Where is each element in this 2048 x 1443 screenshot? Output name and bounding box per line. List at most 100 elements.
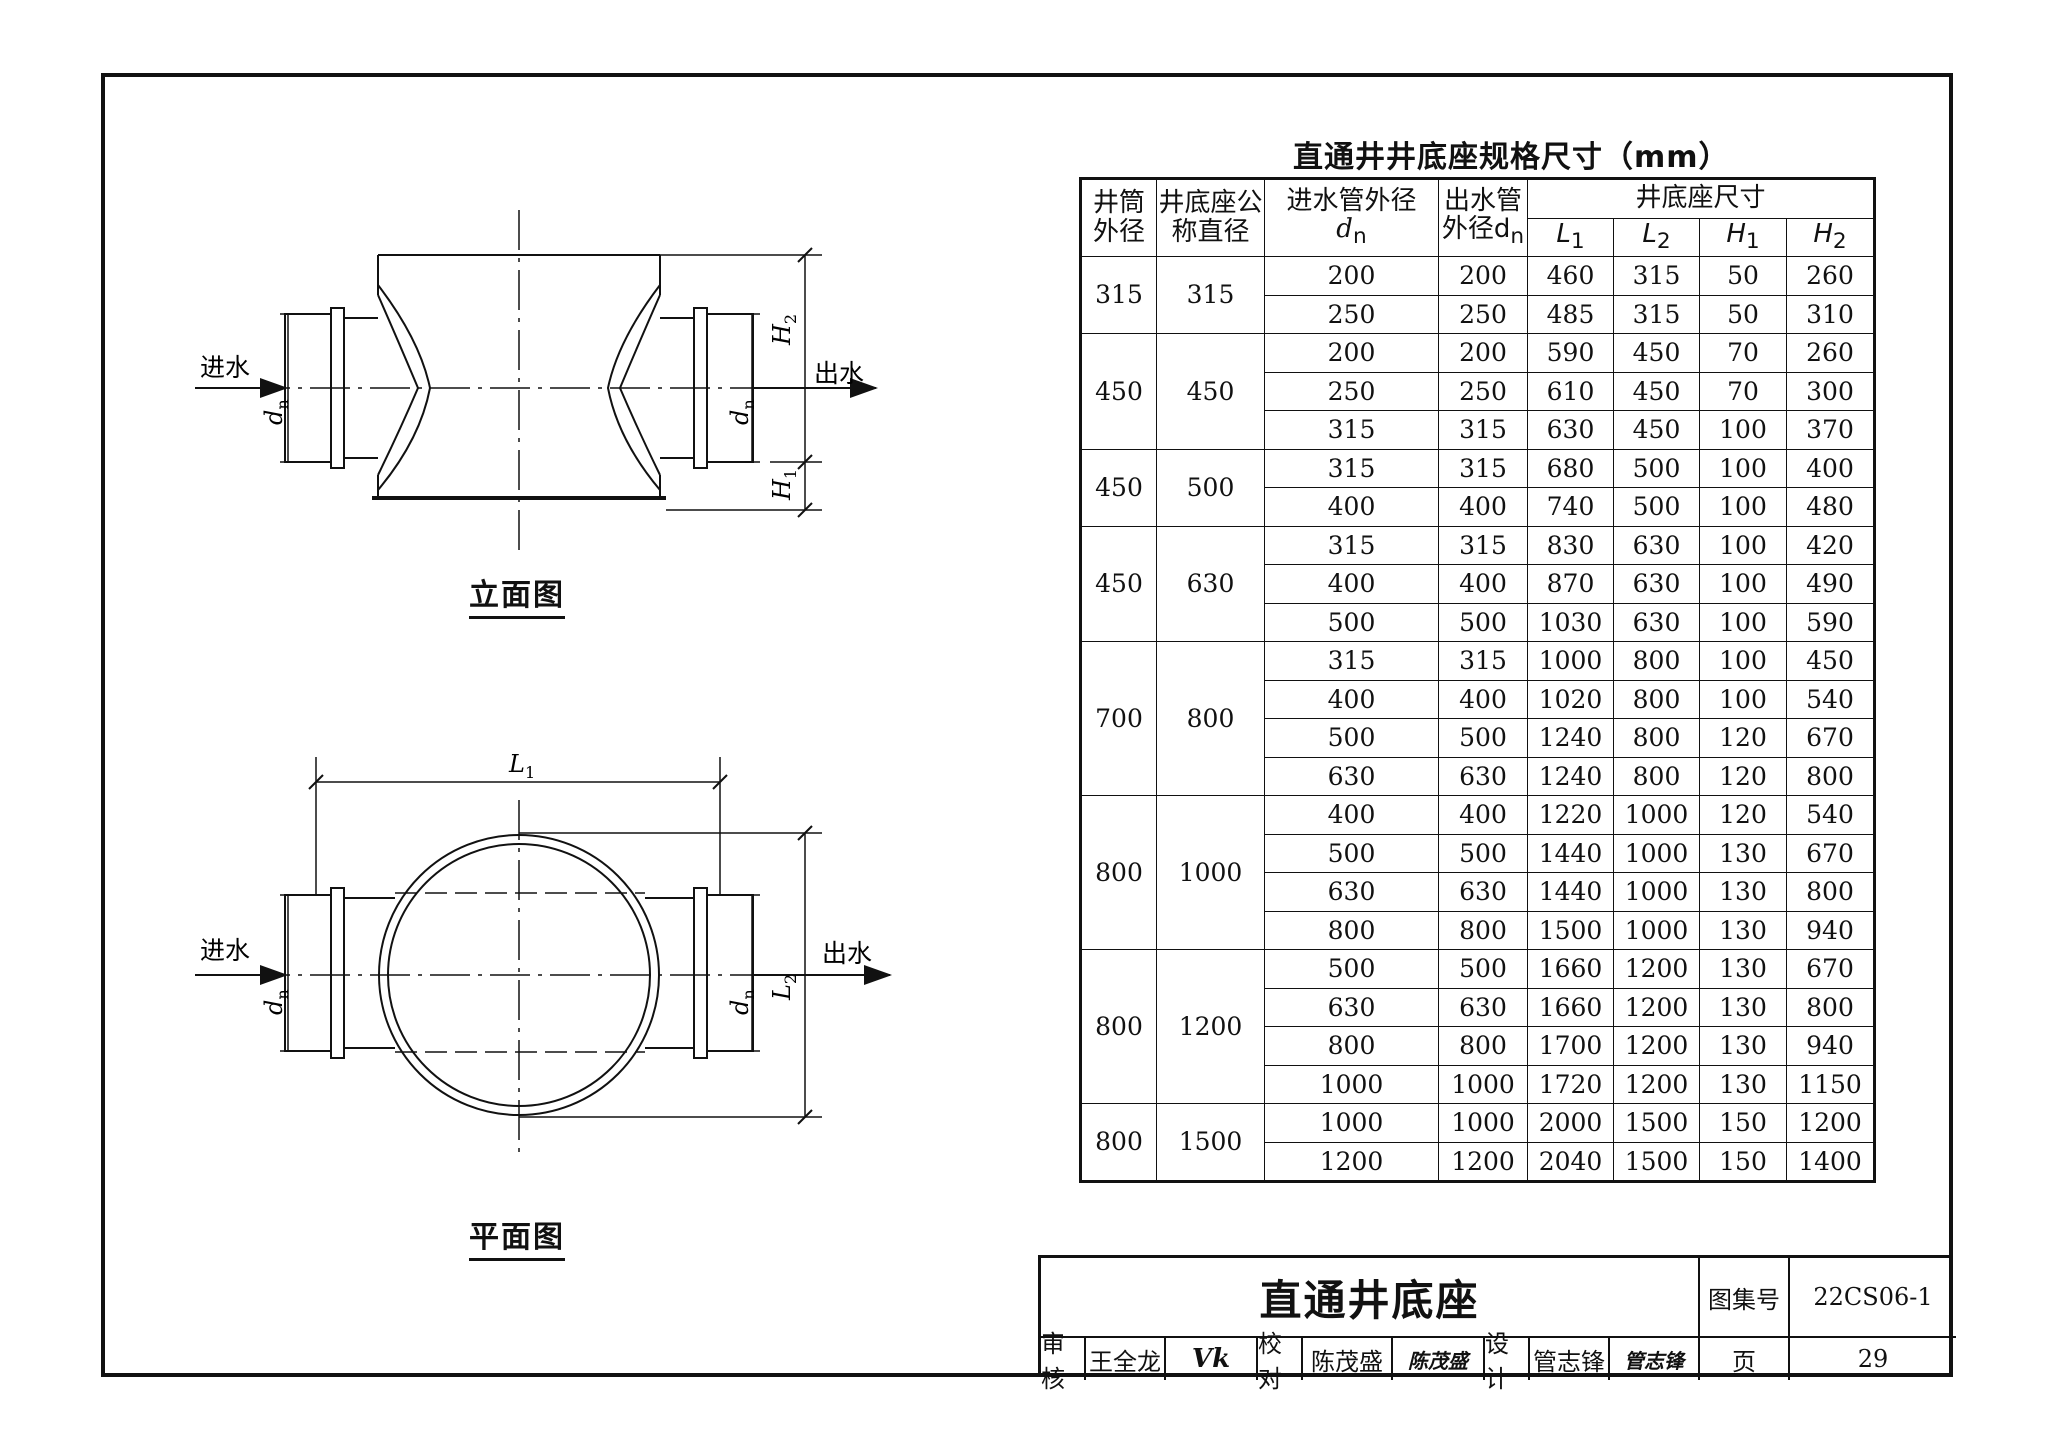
cell-nominal-diameter: 1500 [1156, 1103, 1265, 1182]
cell-l2: 450 [1613, 410, 1700, 450]
cell-l2: 1000 [1613, 795, 1700, 835]
cell-inlet: 800 [1264, 1026, 1439, 1066]
cell-l1: 2000 [1527, 1103, 1614, 1143]
cell-outlet: 400 [1438, 795, 1528, 835]
cell-outlet: 630 [1438, 756, 1528, 796]
plan-dn-left-dim: dn [260, 989, 292, 1015]
cell-outlet: 315 [1438, 641, 1528, 681]
cell-l2: 1500 [1613, 1141, 1700, 1182]
svg-text:H2: H2 [768, 314, 800, 346]
review-label: 审核 [1041, 1330, 1086, 1393]
cell-shaft-diameter: 800 [1080, 949, 1157, 1104]
cell-nominal-diameter: 1000 [1156, 795, 1265, 950]
cell-h1: 130 [1699, 872, 1787, 912]
design-label: 设计 [1485, 1330, 1530, 1393]
cell-l2: 800 [1613, 679, 1700, 719]
cell-l1: 1660 [1527, 949, 1614, 989]
svg-text:L2: L2 [768, 974, 800, 1001]
cell-l2: 630 [1613, 602, 1700, 642]
cell-outlet: 630 [1438, 987, 1528, 1027]
header-l1: L1 [1527, 217, 1614, 257]
cell-outlet: 800 [1438, 910, 1528, 950]
cell-l2: 1500 [1613, 1103, 1700, 1143]
cell-outlet: 400 [1438, 564, 1528, 604]
cell-l1: 485 [1527, 294, 1614, 334]
cell-l2: 800 [1613, 756, 1700, 796]
cell-outlet: 800 [1438, 1026, 1528, 1066]
cell-h1: 50 [1699, 294, 1787, 334]
page-number: 29 [1857, 1345, 1889, 1373]
designer-signature: 管志锋 [1610, 1338, 1700, 1380]
elevation-dn-left-dim: dn [260, 399, 292, 425]
cell-l2: 1200 [1613, 949, 1700, 989]
cell-h2: 260 [1786, 333, 1875, 373]
cell-shaft-diameter: 800 [1080, 1103, 1157, 1182]
plan-outlet-label: 出水 [822, 939, 872, 968]
cell-outlet: 500 [1438, 718, 1528, 758]
page-label: 页 [1700, 1338, 1790, 1380]
cell-l1: 830 [1527, 525, 1614, 565]
elevation-dn-right-dim: dn [726, 399, 758, 425]
elevation-outlet-label: 出水 [814, 359, 864, 388]
cell-inlet: 500 [1264, 949, 1439, 989]
cell-h2: 400 [1786, 448, 1875, 488]
svg-text:H1: H1 [768, 469, 800, 501]
cell-h2: 800 [1786, 872, 1875, 912]
cell-l2: 1000 [1613, 910, 1700, 950]
cell-h1: 150 [1699, 1141, 1787, 1182]
cell-outlet: 315 [1438, 448, 1528, 488]
cell-inlet: 400 [1264, 564, 1439, 604]
cell-l1: 1660 [1527, 987, 1614, 1027]
cell-h1: 130 [1699, 1026, 1787, 1066]
cell-h2: 490 [1786, 564, 1875, 604]
cell-nominal-diameter: 450 [1156, 333, 1265, 450]
elevation-h2-dim: H2 [768, 314, 800, 346]
svg-text:dn: dn [260, 989, 292, 1015]
cell-shaft-diameter: 450 [1080, 525, 1157, 642]
cell-l2: 1200 [1613, 987, 1700, 1027]
cell-h1: 100 [1699, 410, 1787, 450]
cell-l1: 740 [1527, 487, 1614, 527]
checker-name: 陈茂盛 [1303, 1338, 1393, 1380]
cell-nominal-diameter: 800 [1156, 641, 1265, 796]
cell-outlet: 315 [1438, 525, 1528, 565]
cell-nominal-diameter: 500 [1156, 448, 1265, 527]
cell-h1: 100 [1699, 525, 1787, 565]
cell-l2: 1000 [1613, 833, 1700, 873]
cell-h2: 300 [1786, 371, 1875, 411]
plan-dn-right-dim: dn [726, 989, 758, 1015]
header-h2: H2 [1786, 217, 1875, 257]
cell-outlet: 500 [1438, 602, 1528, 642]
cell-h1: 50 [1699, 256, 1787, 296]
cell-h1: 120 [1699, 795, 1787, 835]
cell-h1: 130 [1699, 987, 1787, 1027]
cell-nominal-diameter: 1200 [1156, 949, 1265, 1104]
cell-outlet: 315 [1438, 410, 1528, 450]
cell-l1: 870 [1527, 564, 1614, 604]
cell-outlet: 1200 [1438, 1141, 1528, 1182]
cell-shaft-diameter: 800 [1080, 795, 1157, 950]
plan-view-label: 平面图 [469, 1212, 565, 1261]
cell-outlet: 250 [1438, 294, 1528, 334]
cell-h1: 120 [1699, 718, 1787, 758]
cell-l1: 1440 [1527, 872, 1614, 912]
plan-l1-dim: L1 [508, 750, 535, 782]
cell-inlet: 1200 [1264, 1141, 1439, 1182]
cell-inlet: 250 [1264, 371, 1439, 411]
cell-inlet: 630 [1264, 756, 1439, 796]
cell-l1: 1240 [1527, 756, 1614, 796]
cell-l2: 1000 [1613, 872, 1700, 912]
cell-h2: 800 [1786, 756, 1875, 796]
